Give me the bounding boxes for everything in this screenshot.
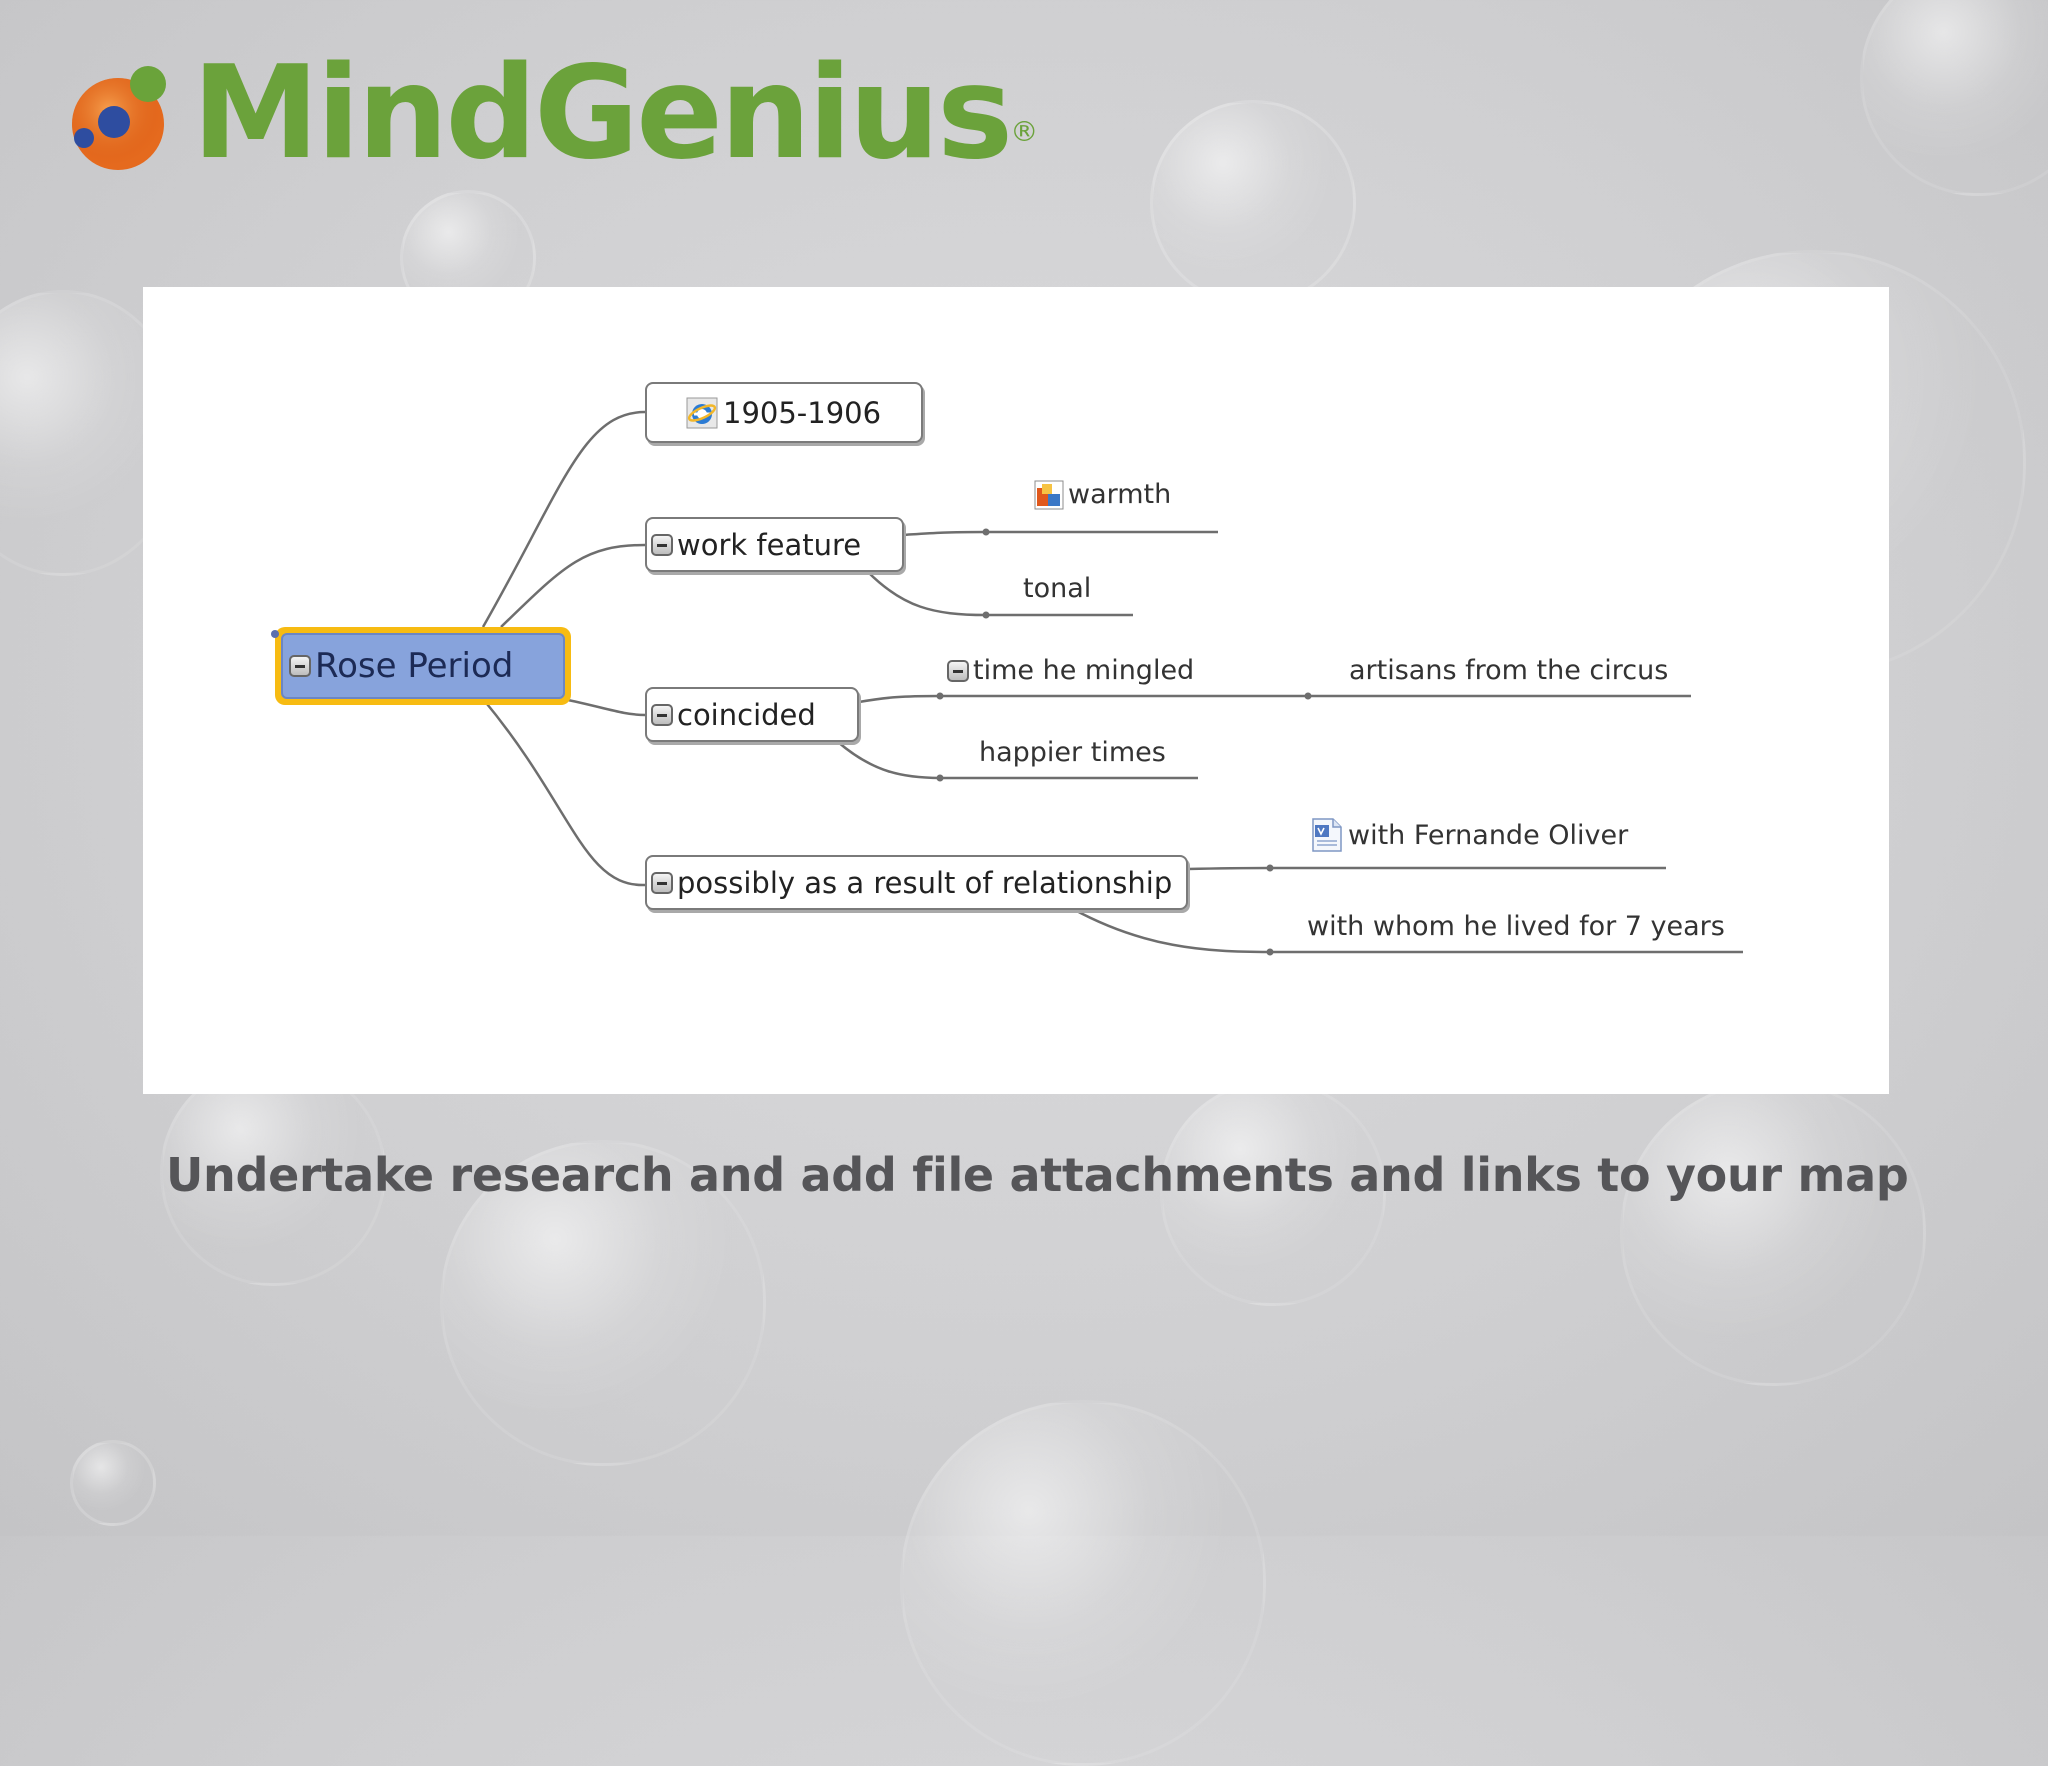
root-topic-rose-period[interactable]: Rose Period [271, 627, 571, 705]
connector-tonal [867, 571, 1133, 617]
subtopic-happier-times[interactable]: happier times [979, 737, 1166, 768]
connector-time-mingled [858, 694, 1308, 704]
registered-mark: ® [1010, 115, 1038, 148]
subtopic-label: artisans from the circus [1349, 655, 1669, 686]
subtopic-label: tonal [1023, 573, 1092, 604]
subtopic-with-whom-he-lived[interactable]: with whom he lived for 7 years [1307, 911, 1725, 942]
brand-name: MindGenius® [192, 39, 1038, 188]
subtopic-label: warmth [1068, 479, 1172, 510]
mindgenius-logo: MindGenius® [66, 44, 1038, 184]
background-bubble [1620, 1080, 1926, 1386]
topic-label: 1905-1906 [723, 395, 882, 430]
subtopic-artisans-from-the-circus[interactable]: artisans from the circus [1349, 655, 1668, 686]
slide-caption: Undertake research and add file attachme… [166, 1148, 1909, 1202]
collapse-toggle-icon[interactable] [651, 533, 673, 556]
subtopic-label: happier times [979, 737, 1166, 768]
subtopic-label: time he mingled [973, 655, 1195, 686]
root-topic-body: Rose Period [281, 633, 565, 699]
background-bubble [70, 1440, 156, 1526]
background-bubble [440, 1140, 766, 1466]
topic-label: coincided [677, 697, 816, 732]
topic-label: possibly as a result of relationship [677, 865, 1173, 900]
subtopic-time-he-mingled[interactable]: time he mingled [947, 655, 1194, 686]
connector-whom [1072, 907, 1743, 954]
mind-map-panel: Rose Period 1905-1906 work feature [143, 287, 1889, 1094]
internet-link-icon[interactable] [685, 396, 719, 430]
background-bubble [1150, 100, 1356, 306]
topic-label: work feature [677, 527, 862, 562]
connector-root-relationship [482, 698, 646, 887]
background-bubble [1860, 0, 2048, 196]
collapse-toggle-icon[interactable] [947, 659, 969, 682]
topic-work-feature[interactable]: work feature [645, 517, 904, 572]
connector-root-1905 [481, 410, 646, 628]
connector-warmth [902, 530, 1218, 537]
background-bubble [160, 1060, 386, 1286]
subtopic-label: with Fernande Oliver [1348, 819, 1629, 851]
subtopic-label: with whom he lived for 7 years [1307, 911, 1725, 942]
image-attachment-icon[interactable] [1034, 480, 1064, 510]
subtopic-with-fernande-oliver[interactable]: with Fernande Oliver [1310, 817, 1628, 853]
collapse-toggle-icon[interactable] [289, 655, 311, 677]
subtopic-tonal[interactable]: tonal [1023, 573, 1091, 604]
topic-coincided[interactable]: coincided [645, 687, 859, 742]
logo-mark-icon [72, 66, 166, 170]
root-topic-label: Rose Period [315, 646, 514, 686]
collapse-toggle-icon[interactable] [651, 703, 673, 726]
background-bubble [900, 1400, 1266, 1766]
connector-root-coincided [562, 697, 646, 717]
topic-possibly-as-a-result-of-relationship[interactable]: possibly as a result of relationship [645, 855, 1188, 910]
document-attachment-icon[interactable] [1310, 817, 1344, 853]
selection-handle[interactable] [271, 630, 279, 638]
collapse-toggle-icon[interactable] [651, 871, 673, 894]
connector-root-work [500, 543, 646, 628]
topic-1905-1906[interactable]: 1905-1906 [645, 382, 923, 443]
connector-lines [481, 410, 1743, 956]
connector-fernande [1187, 866, 1666, 871]
subtopic-warmth[interactable]: warmth [1034, 479, 1171, 510]
